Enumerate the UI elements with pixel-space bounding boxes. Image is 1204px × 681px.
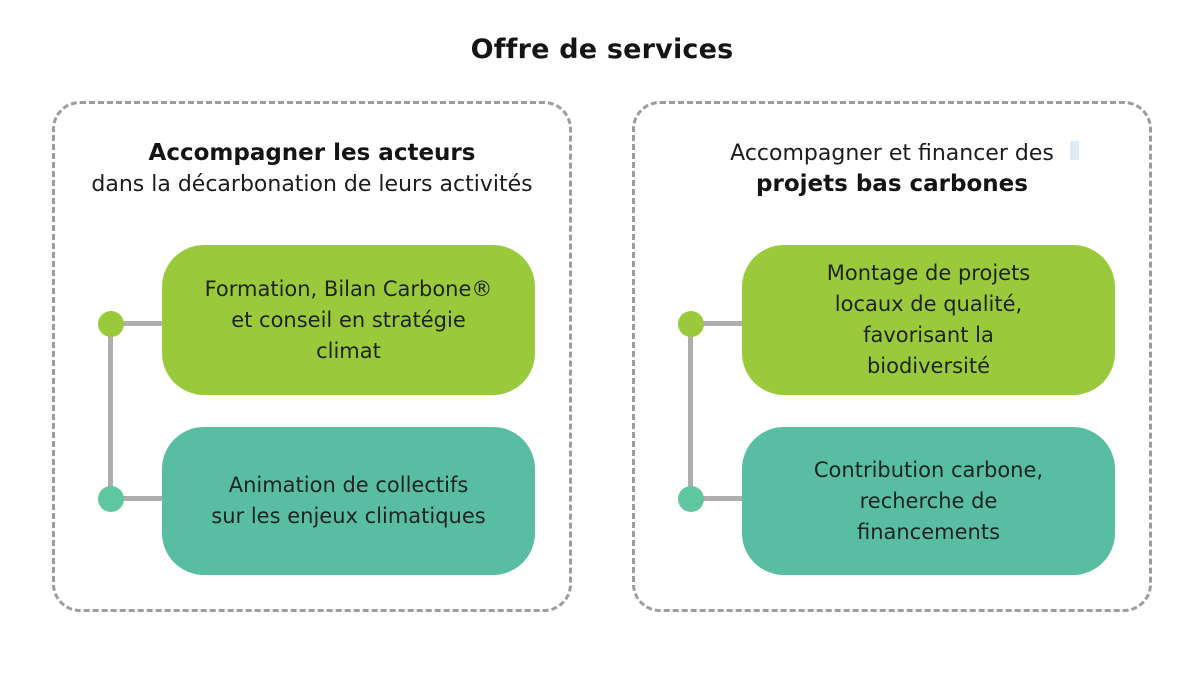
connector-dot-green	[678, 311, 704, 337]
connector-vertical-line	[108, 324, 113, 499]
connector-dot-teal	[678, 486, 704, 512]
connector-vertical-line	[688, 324, 693, 499]
page-title: Offre de services	[470, 34, 734, 65]
panel-heading-line1: Accompagner les acteurs	[148, 140, 476, 166]
heading-highlight-artifact	[1070, 141, 1079, 160]
service-box-montage-projets: Montage de projets locaux de qualité, fa…	[742, 245, 1115, 395]
service-box-animation: Animation de collectifs sur les enjeux c…	[162, 427, 535, 575]
connector-line-to-teal-box	[691, 496, 744, 501]
service-box-text: Montage de projets locaux de qualité, fa…	[826, 261, 1031, 378]
panel-heading-line2: projets bas carbones	[756, 171, 1028, 197]
connector-dot-teal	[98, 486, 124, 512]
service-box-contribution-carbone: Contribution carbone, recherche de finan…	[742, 427, 1115, 575]
service-box-text: Animation de collectifs sur les enjeux c…	[211, 473, 486, 528]
panel-heading: Accompagner les acteurs dans la décarbon…	[55, 138, 569, 200]
connector-line-to-green-box	[691, 321, 744, 326]
panel-heading: Accompagner et financer des projets bas …	[635, 138, 1149, 200]
panel-heading-line2: dans la décarbonation de leurs activités	[91, 172, 533, 197]
service-box-text: Contribution carbone, recherche de finan…	[813, 457, 1044, 544]
panel-accompagner-acteurs: Accompagner les acteurs dans la décarbon…	[52, 101, 572, 612]
service-box-formation: Formation, Bilan Carbone® et conseil en …	[162, 245, 535, 395]
connector-line-to-teal-box	[111, 496, 164, 501]
panels-container: Accompagner les acteurs dans la décarbon…	[0, 101, 1204, 612]
panel-heading-line1: Accompagner et financer des	[730, 141, 1054, 166]
connector-line-to-green-box	[111, 321, 164, 326]
connector-dot-green	[98, 311, 124, 337]
panel-projets-bas-carbones: Accompagner et financer des projets bas …	[632, 101, 1152, 612]
service-box-text: Formation, Bilan Carbone® et conseil en …	[204, 276, 493, 363]
